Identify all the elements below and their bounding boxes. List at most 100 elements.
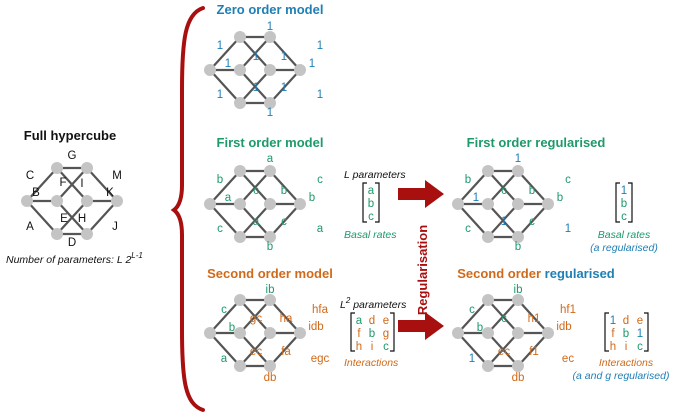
second-edge-label: c: [221, 304, 227, 316]
zero-edge-label: 1: [217, 40, 223, 52]
zero-edge-label: 1: [317, 40, 323, 52]
first-edge-label: c: [281, 216, 287, 228]
first-edge-label: c: [217, 223, 223, 235]
full-hypercube-graph: [19, 160, 125, 242]
first-reg-edge-labels: b 1 c 1 c b b c 1 c 1 b: [465, 153, 571, 253]
full-edge-label-i: I: [80, 178, 83, 190]
first-vector: a b c: [362, 182, 380, 223]
second-edge-label: hfa: [312, 304, 329, 316]
first-reg-vector: 1 b c: [615, 182, 633, 223]
first-caption: Basal rates: [344, 229, 397, 241]
first-reg-edge-label: c: [465, 223, 471, 235]
full-edge-label-d: D: [68, 237, 76, 249]
full-edge-label-h: H: [78, 213, 86, 225]
second-reg-matrix-entry: d: [623, 315, 629, 327]
second-order-graph: [202, 292, 308, 374]
full-edge-label-m: M: [112, 170, 122, 182]
first-reg-vector-entry: b: [621, 198, 627, 210]
full-edge-labels: C G M B F I K A E H J D: [26, 150, 122, 249]
regularisation-arrow-bottom: [398, 312, 444, 340]
second-reg-edge-label: c: [501, 313, 507, 325]
second-matrix-entry: h: [356, 341, 362, 353]
full-edge-label-f: F: [59, 177, 66, 189]
second-caption: Interactions: [344, 357, 399, 369]
second-reg-matrix-entry: c: [637, 341, 643, 353]
first-edge-labels: b a c a c b b c a c a b: [217, 153, 324, 253]
first-edge-label: b: [267, 241, 273, 253]
full-edge-label-c: C: [26, 170, 34, 182]
first-edge-label: b: [281, 185, 287, 197]
second-reg-edge-label: idb: [556, 321, 571, 333]
second-reg-matrix-entry: 1: [610, 315, 616, 327]
regularisation-arrow-top: [398, 180, 444, 208]
zero-edge-label: 1: [317, 89, 323, 101]
second-reg-title: Second order regularised: [457, 266, 615, 281]
second-reg-edge-label: h1: [528, 313, 541, 325]
second-edge-label: b: [229, 322, 235, 334]
second-matrix-entry: f: [357, 328, 361, 340]
first-reg-edge-label: b: [465, 174, 471, 186]
second-reg-edge-label: ib: [514, 284, 523, 296]
zero-edge-labels: 1 1 1 1 1 1 1 1 1 1 1 1: [217, 21, 323, 119]
second-edge-label: ha: [280, 313, 293, 325]
second-edge-labels: c ib hfa b gc ha idb a ec fa egc db: [221, 284, 330, 384]
second-reg-edge-labels: c ib hf1 b c h1 idb 1 ec f1 ec db: [469, 284, 576, 384]
full-edge-label-e: E: [60, 213, 68, 225]
first-reg-vector-entry: 1: [621, 185, 627, 197]
second-edge-label: idb: [308, 321, 323, 333]
second-edge-label: egc: [311, 353, 330, 365]
zero-edge-label: 1: [267, 107, 273, 119]
second-reg-edge-label: hf1: [560, 304, 576, 316]
second-reg-edge-label: f1: [529, 346, 539, 358]
grouping-brace: [170, 6, 205, 412]
second-matrix-entry: e: [383, 315, 389, 327]
zero-edge-label: 1: [253, 51, 259, 63]
second-reg-caption-note: (a and g regularised): [573, 370, 670, 382]
second-matrix-entry: c: [383, 341, 389, 353]
second-params-label: L2 parameters: [340, 296, 407, 311]
first-edge-label: b: [309, 192, 315, 204]
first-reg-edge-label: 1: [515, 153, 521, 165]
first-vector-entry: b: [368, 198, 374, 210]
first-reg-vector-entry: c: [621, 211, 627, 223]
second-matrix-entry: i: [371, 341, 374, 353]
zero-edge-label: 1: [281, 51, 287, 63]
second-reg-matrix-entry: 1: [637, 328, 643, 340]
second-edge-label: a: [221, 353, 228, 365]
first-order-title: First order model: [217, 135, 324, 150]
second-matrix-entry: b: [369, 328, 375, 340]
first-edge-label: c: [253, 185, 259, 197]
first-reg-caption: Basal rates: [598, 229, 651, 241]
second-reg-matrix-entry: i: [625, 341, 628, 353]
first-reg-edge-label: 1: [473, 192, 479, 204]
second-matrix-entry: g: [383, 328, 389, 340]
zero-edge-label: 1: [225, 58, 231, 70]
first-vector-entry: c: [368, 211, 374, 223]
second-matrix-entry: d: [369, 315, 375, 327]
second-reg-edge-label: ec: [498, 346, 510, 358]
full-edge-label-k: K: [106, 187, 114, 199]
zero-edge-label: 1: [281, 82, 287, 94]
first-edge-label: a: [267, 153, 274, 165]
zero-order-title: Zero order model: [217, 2, 324, 17]
second-edge-label: ec: [250, 346, 262, 358]
first-reg-edge-label: b: [515, 241, 521, 253]
second-edge-label: fa: [281, 346, 291, 358]
second-reg-edge-label: db: [512, 372, 525, 384]
second-edge-label: db: [264, 372, 277, 384]
regularisation-label: Regularisation: [415, 225, 430, 315]
full-hypercube-title: Full hypercube: [24, 128, 116, 143]
first-params-label: L parameters: [344, 169, 406, 181]
second-reg-matrix-entry: e: [637, 315, 643, 327]
second-matrix-entry: a: [356, 315, 363, 327]
second-edge-label: gc: [250, 313, 262, 325]
full-edge-label-b: B: [32, 187, 40, 199]
first-reg-edge-label: b: [529, 185, 535, 197]
first-reg-edge-label: 1: [565, 223, 571, 235]
full-edge-label-a: A: [26, 221, 34, 233]
second-reg-edge-label: ec: [562, 353, 574, 365]
first-reg-edge-label: c: [565, 174, 571, 186]
second-reg-matrix-entry: b: [623, 328, 629, 340]
first-edge-label: c: [317, 174, 323, 186]
